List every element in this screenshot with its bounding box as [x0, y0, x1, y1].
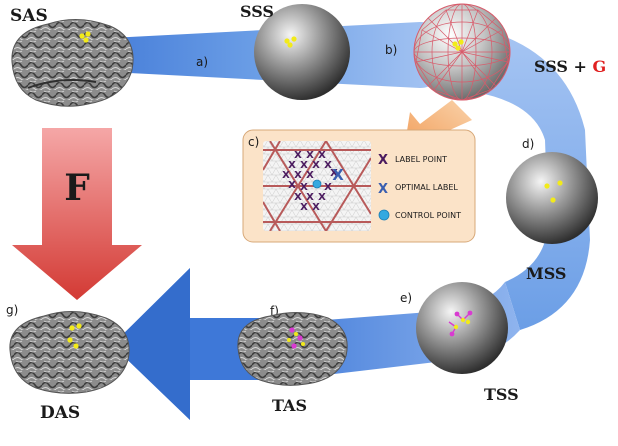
- step-b: b): [385, 43, 397, 57]
- label-point-mark: X: [288, 180, 296, 191]
- inset-grid: [263, 141, 371, 231]
- label-point-mark: X: [300, 182, 308, 193]
- label-point-mark: X: [324, 182, 332, 193]
- label-point-mark: X: [318, 192, 326, 203]
- step-a: a): [196, 55, 208, 69]
- legend-label-point: LABEL POINT: [395, 155, 447, 164]
- points-mss: [544, 180, 563, 203]
- points-tas: [287, 327, 305, 349]
- legend-optimal-label-glyph: X: [378, 182, 388, 197]
- label-sss-g: SSS + G: [534, 57, 606, 76]
- label-tss: TSS: [484, 385, 519, 404]
- legend-control-point-icon: [378, 209, 390, 221]
- legend-label-point-glyph: X: [378, 153, 388, 168]
- brain-sas: [11, 18, 134, 107]
- label-sas: SAS: [10, 6, 48, 26]
- points-sss-g: [452, 39, 464, 51]
- label-mss: MSS: [526, 264, 566, 283]
- label-point-mark: X: [282, 170, 290, 181]
- step-d: d): [522, 137, 534, 151]
- label-point-mark: X: [294, 170, 302, 181]
- label-point-mark: X: [294, 150, 302, 161]
- label-sss: SSS: [240, 2, 274, 21]
- brain-das: [9, 310, 130, 394]
- points-tss: [448, 310, 473, 337]
- label-point-mark: X: [318, 150, 326, 161]
- label-point-mark: X: [300, 202, 308, 213]
- label-point-mark: X: [306, 150, 314, 161]
- label-tas: TAS: [272, 396, 307, 415]
- label-point-mark: X: [300, 160, 308, 171]
- label-point-mark: X: [330, 168, 338, 179]
- label-point-mark: X: [306, 170, 314, 181]
- label-point-mark: X: [312, 202, 320, 213]
- step-f: f): [270, 304, 279, 318]
- label-point-mark: X: [294, 192, 302, 203]
- label-point-mark: X: [324, 160, 332, 171]
- label-point-mark: X: [312, 160, 320, 171]
- legend-optimal-label: OPTIMAL LABEL: [395, 183, 458, 192]
- step-g: g): [6, 303, 18, 317]
- brain-tas: [237, 312, 348, 386]
- arrow-to-das-shade: [112, 268, 190, 420]
- label-point-mark: X: [306, 192, 314, 203]
- legend-control-point: CONTROL POINT: [395, 211, 461, 220]
- optimal-label-mark: X: [332, 166, 344, 184]
- label-das: DAS: [40, 403, 80, 423]
- sphere-sss: [254, 4, 350, 100]
- points-sas: [79, 31, 91, 43]
- step-c: c): [248, 135, 259, 149]
- points-das: [67, 323, 82, 349]
- sphere-sss-g: [413, 3, 511, 101]
- points-sss: [284, 36, 297, 48]
- control-point-mark: [312, 179, 322, 189]
- arrow-f-label: F: [64, 167, 90, 209]
- ribbon-right-curve: [430, 22, 590, 330]
- label-point-mark: X: [288, 160, 296, 171]
- arrow-f: [12, 128, 142, 300]
- sphere-tss: [416, 282, 508, 374]
- step-e: e): [400, 291, 412, 305]
